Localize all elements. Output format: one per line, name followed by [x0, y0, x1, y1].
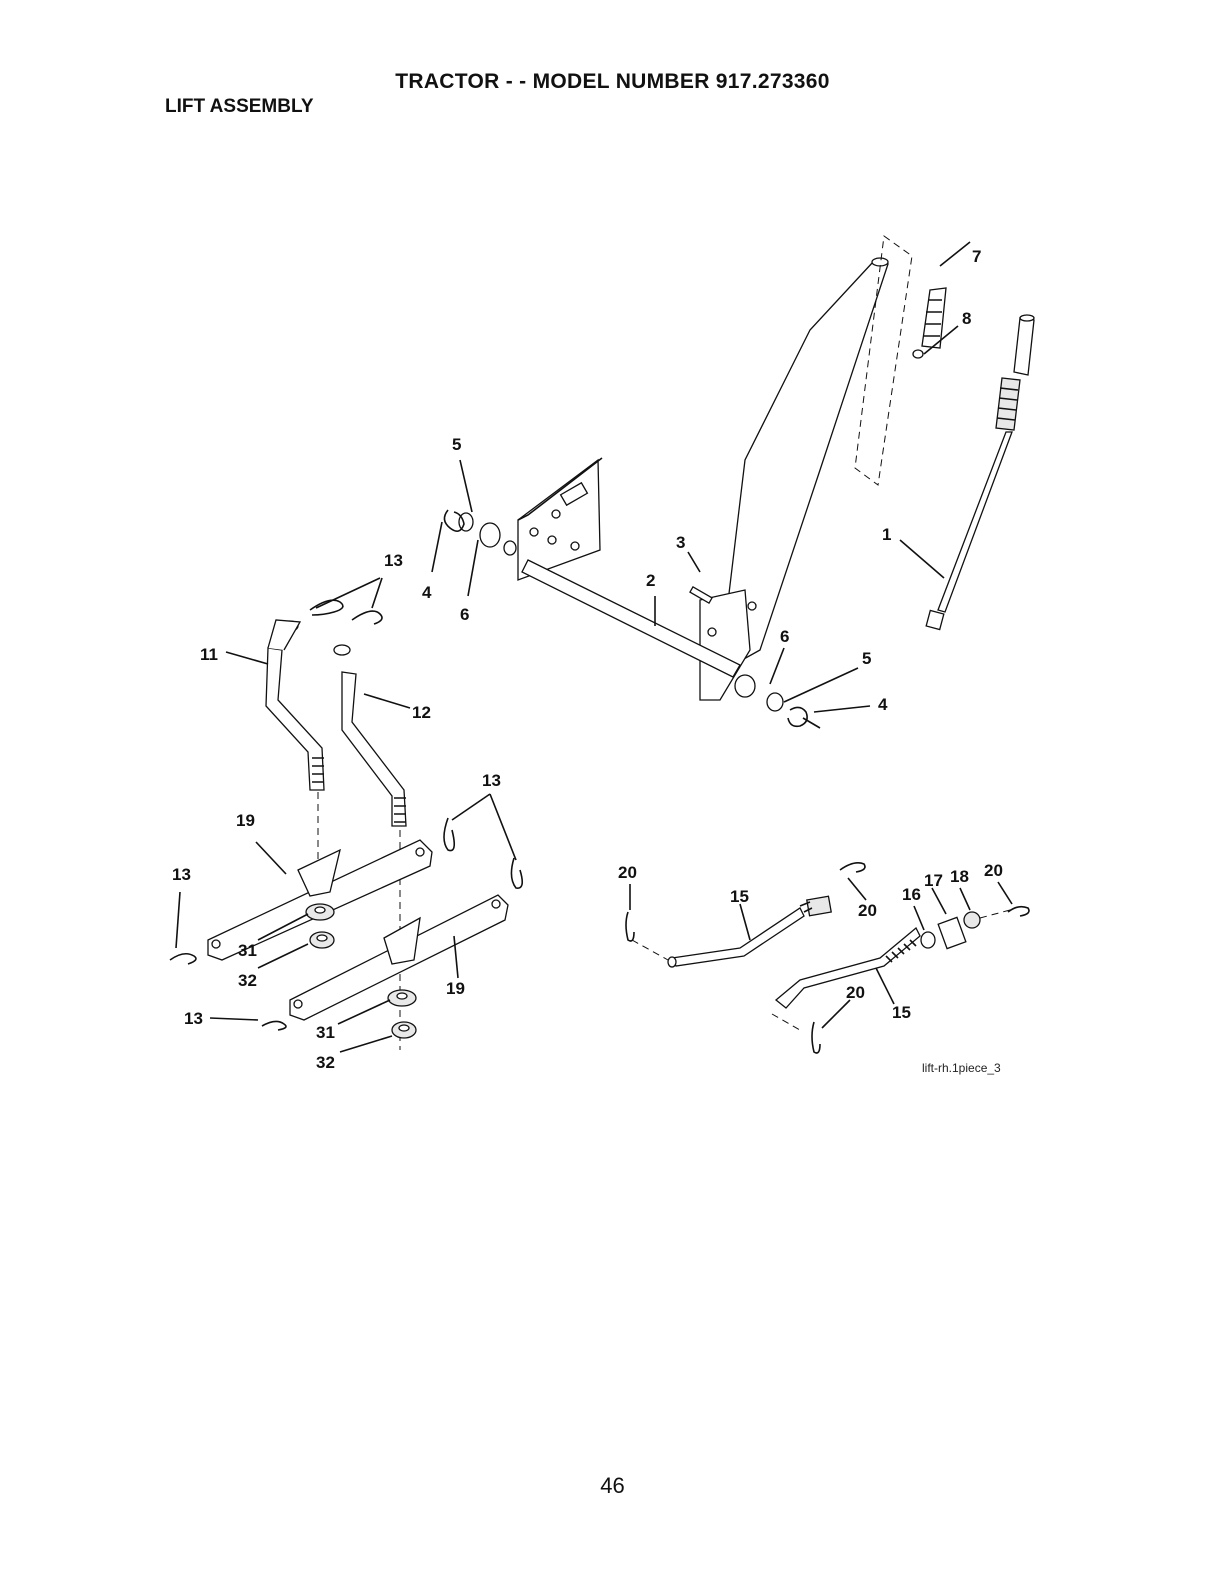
callout-13: 13 — [482, 771, 501, 790]
callout-6: 6 — [460, 605, 469, 624]
callout-1: 1 — [882, 525, 891, 544]
rod-15-upper — [626, 896, 831, 967]
callout-17: 17 — [924, 871, 943, 890]
callout-18: 18 — [950, 867, 969, 886]
callout-31: 31 — [316, 1023, 335, 1042]
callout-12: 12 — [412, 703, 431, 722]
callout-2: 2 — [646, 571, 655, 590]
lift-lever — [700, 236, 912, 700]
callout-11: 11 — [200, 645, 218, 664]
callout-31: 31 — [238, 941, 257, 960]
callout-13: 13 — [184, 1009, 203, 1028]
page-number: 46 — [0, 1473, 1225, 1499]
callout-20: 20 — [858, 901, 877, 920]
hairpin-clips — [170, 600, 522, 1030]
callout-13: 13 — [172, 865, 191, 884]
callout-20: 20 — [846, 983, 865, 1002]
callout-8: 8 — [962, 309, 971, 328]
callout-15: 15 — [892, 1003, 911, 1022]
callout-5: 5 — [452, 435, 461, 454]
callout-16: 16 — [902, 885, 921, 904]
callout-20: 20 — [618, 863, 637, 882]
lever-grip — [913, 288, 946, 358]
callout-5: 5 — [862, 649, 871, 668]
callout-19: 19 — [236, 811, 255, 830]
figure-code: lift-rh.1piece_3 — [922, 1061, 1001, 1075]
callout-3: 3 — [676, 533, 685, 552]
callout-4: 4 — [878, 695, 888, 714]
callout-13: 13 — [384, 551, 403, 570]
lift-cable — [926, 315, 1034, 630]
callout-20: 20 — [984, 861, 1003, 880]
leader-lines — [176, 242, 1012, 1052]
callout-32: 32 — [238, 971, 257, 990]
callout-15: 15 — [730, 887, 749, 906]
bushing-right — [735, 675, 820, 728]
bushing-left — [444, 510, 500, 547]
callout-numbers: 7 8 1 5 3 13 2 4 6 6 11 5 4 12 13 19 13 … — [172, 247, 1003, 1072]
callout-4: 4 — [422, 583, 432, 602]
callout-6: 6 — [780, 627, 789, 646]
callout-19: 19 — [446, 979, 465, 998]
callout-32: 32 — [316, 1053, 335, 1072]
callout-7: 7 — [972, 247, 981, 266]
